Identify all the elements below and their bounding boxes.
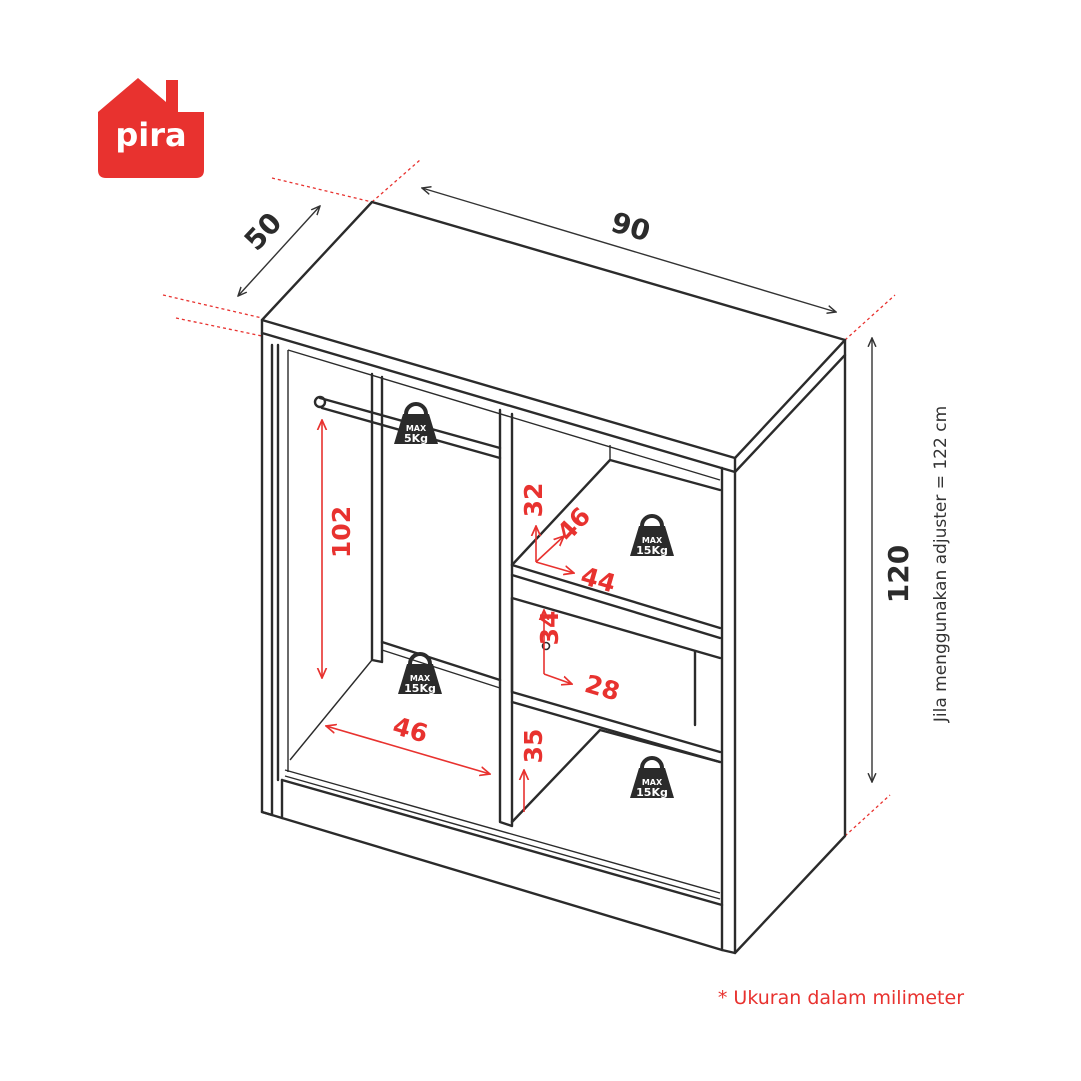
svg-text:MAX: MAX <box>410 674 431 683</box>
cabinet-outline <box>260 200 847 955</box>
svg-text:MAX: MAX <box>406 424 427 433</box>
weight-bottom-shelf: MAX 15Kg <box>628 756 676 800</box>
svg-text:15Kg: 15Kg <box>636 544 668 557</box>
width-label: 90 <box>607 206 654 249</box>
width-arrow <box>422 188 836 312</box>
top-shelf-depth-label: 46 <box>551 502 596 547</box>
bottom-shelf-height-label: 35 <box>519 729 548 764</box>
top-shelf-height-label: 32 <box>519 483 548 518</box>
hanging-width-label: 46 <box>390 711 431 748</box>
height-label: 120 <box>882 545 915 603</box>
top-shelf-width-label: 44 <box>578 561 619 598</box>
logo-house-shape <box>98 78 204 178</box>
logo-text: pira <box>115 116 186 154</box>
hanging-height-label: 102 <box>327 506 356 558</box>
svg-text:15Kg: 15Kg <box>636 786 668 799</box>
weight-rail: MAX 5Kg <box>392 402 440 446</box>
weight-bottom: MAX 15Kg <box>396 652 444 696</box>
extension-lines <box>162 159 896 837</box>
svg-text:15Kg: 15Kg <box>404 682 436 695</box>
hanging-width-arrow <box>326 726 490 774</box>
svg-text:MAX: MAX <box>642 536 663 545</box>
weight-top-shelf: MAX 15Kg <box>628 514 676 558</box>
units-footnote: * Ukuran dalam milimeter <box>718 987 964 1009</box>
svg-text:5Kg: 5Kg <box>404 432 428 445</box>
svg-text:MAX: MAX <box>642 778 663 787</box>
drawer-height-label: 34 <box>535 611 564 646</box>
depth-arrow <box>238 206 320 296</box>
adjuster-note: Jila menggunakan adjuster = 122 cm <box>931 406 951 723</box>
brand-logo: pira <box>98 78 204 178</box>
inner-dimensions: 102 46 32 46 44 34 28 35 <box>322 420 623 812</box>
drawer-width-label: 28 <box>582 669 623 706</box>
